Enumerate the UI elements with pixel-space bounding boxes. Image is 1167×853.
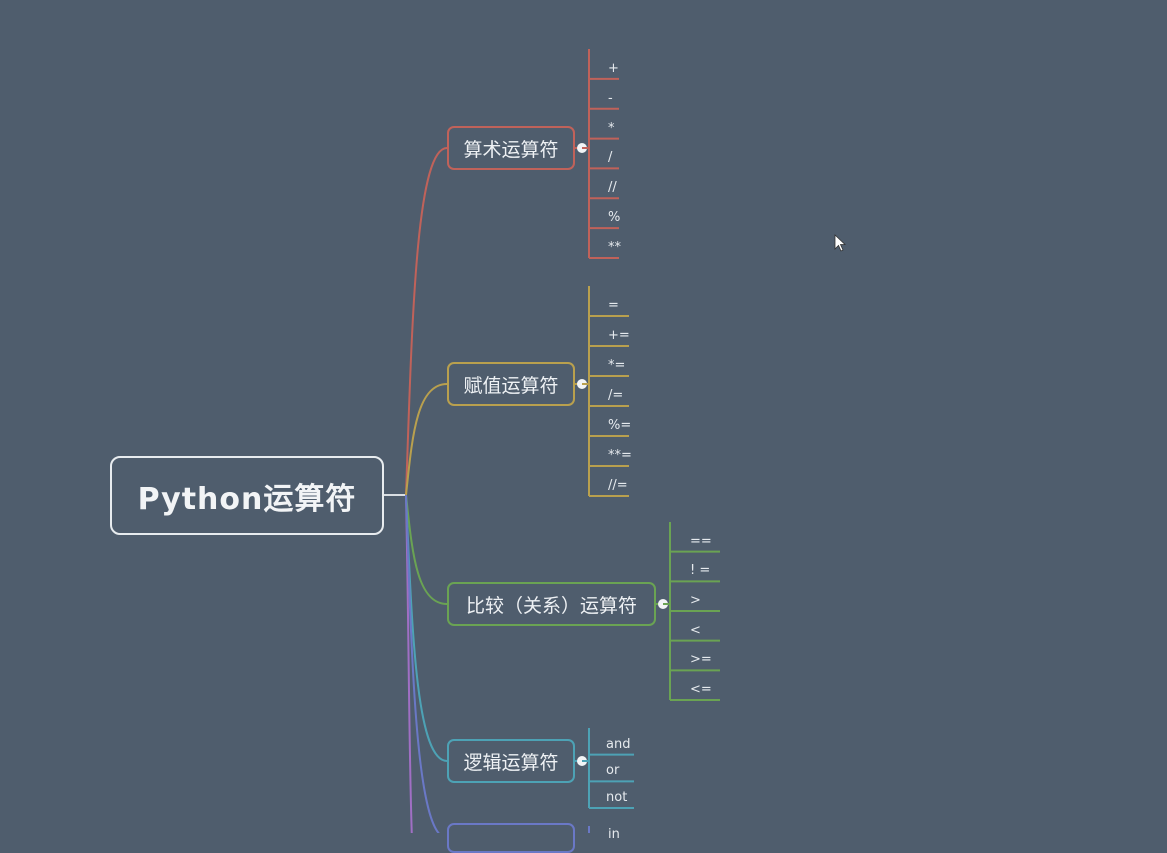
leaf-logical-2[interactable]: not bbox=[606, 790, 628, 805]
mindmap-canvas bbox=[384, 49, 720, 833]
leaf-assignment-5[interactable]: **= bbox=[608, 448, 632, 463]
leaf-assignment-6[interactable]: //= bbox=[608, 478, 628, 493]
leaf-assignment-2[interactable]: *= bbox=[608, 358, 626, 373]
leaf-partial-0[interactable]: in bbox=[608, 827, 620, 842]
leaf-arithmetic-4[interactable]: // bbox=[608, 180, 617, 196]
leaf-assignment-1[interactable]: += bbox=[608, 328, 630, 343]
root-node-python-operators[interactable]: Python运算符 bbox=[110, 456, 384, 535]
leaf-comparison-4[interactable]: >= bbox=[690, 652, 712, 668]
branch-label-assignment: 赋值运算符 bbox=[463, 374, 559, 397]
leaf-arithmetic-0[interactable]: + bbox=[608, 60, 619, 76]
leaf-logical-1[interactable]: or bbox=[606, 763, 620, 779]
leaf-arithmetic-3[interactable]: / bbox=[608, 150, 613, 166]
connector-curve-arithmetic bbox=[405, 147, 448, 496]
branch-node-arithmetic[interactable]: 算术运算符 bbox=[447, 126, 575, 170]
branch-label-logical: 逻辑运算符 bbox=[463, 751, 559, 774]
leaf-comparison-0[interactable]: == bbox=[690, 533, 712, 549]
leaf-arithmetic-5[interactable]: % bbox=[608, 210, 621, 226]
leaf-arithmetic-1[interactable]: - bbox=[608, 90, 613, 106]
leaf-arithmetic-6[interactable]: ** bbox=[608, 240, 621, 255]
branch-node-logical[interactable]: 逻辑运算符 bbox=[447, 739, 575, 783]
connector-curve-comparison bbox=[405, 494, 448, 605]
leaf-comparison-2[interactable]: > bbox=[690, 593, 701, 608]
connector-curve-logical bbox=[405, 494, 448, 762]
leaf-comparison-3[interactable]: < bbox=[690, 622, 701, 638]
branch-node-assignment[interactable]: 赋值运算符 bbox=[447, 362, 575, 406]
branch-node-comparison[interactable]: 比较（关系）运算符 bbox=[447, 582, 656, 626]
connector-curve-partial bbox=[405, 494, 440, 833]
leaf-assignment-4[interactable]: %= bbox=[608, 418, 632, 433]
leaf-assignment-3[interactable]: /= bbox=[608, 388, 624, 403]
branch-node-partial[interactable] bbox=[447, 823, 575, 853]
leaf-arithmetic-2[interactable]: * bbox=[608, 120, 615, 136]
root-node-label: Python运算符 bbox=[137, 481, 357, 517]
connector-curve-assignment bbox=[405, 383, 448, 496]
branch-label-arithmetic: 算术运算符 bbox=[463, 138, 559, 161]
mouse-pointer-icon bbox=[834, 234, 847, 252]
leaf-assignment-0[interactable]: = bbox=[608, 298, 619, 313]
leaf-logical-0[interactable]: and bbox=[606, 736, 631, 752]
leaf-comparison-1[interactable]: ! = bbox=[690, 563, 711, 579]
leaf-comparison-5[interactable]: <= bbox=[690, 682, 712, 697]
branch-label-comparison: 比较（关系）运算符 bbox=[465, 594, 637, 617]
